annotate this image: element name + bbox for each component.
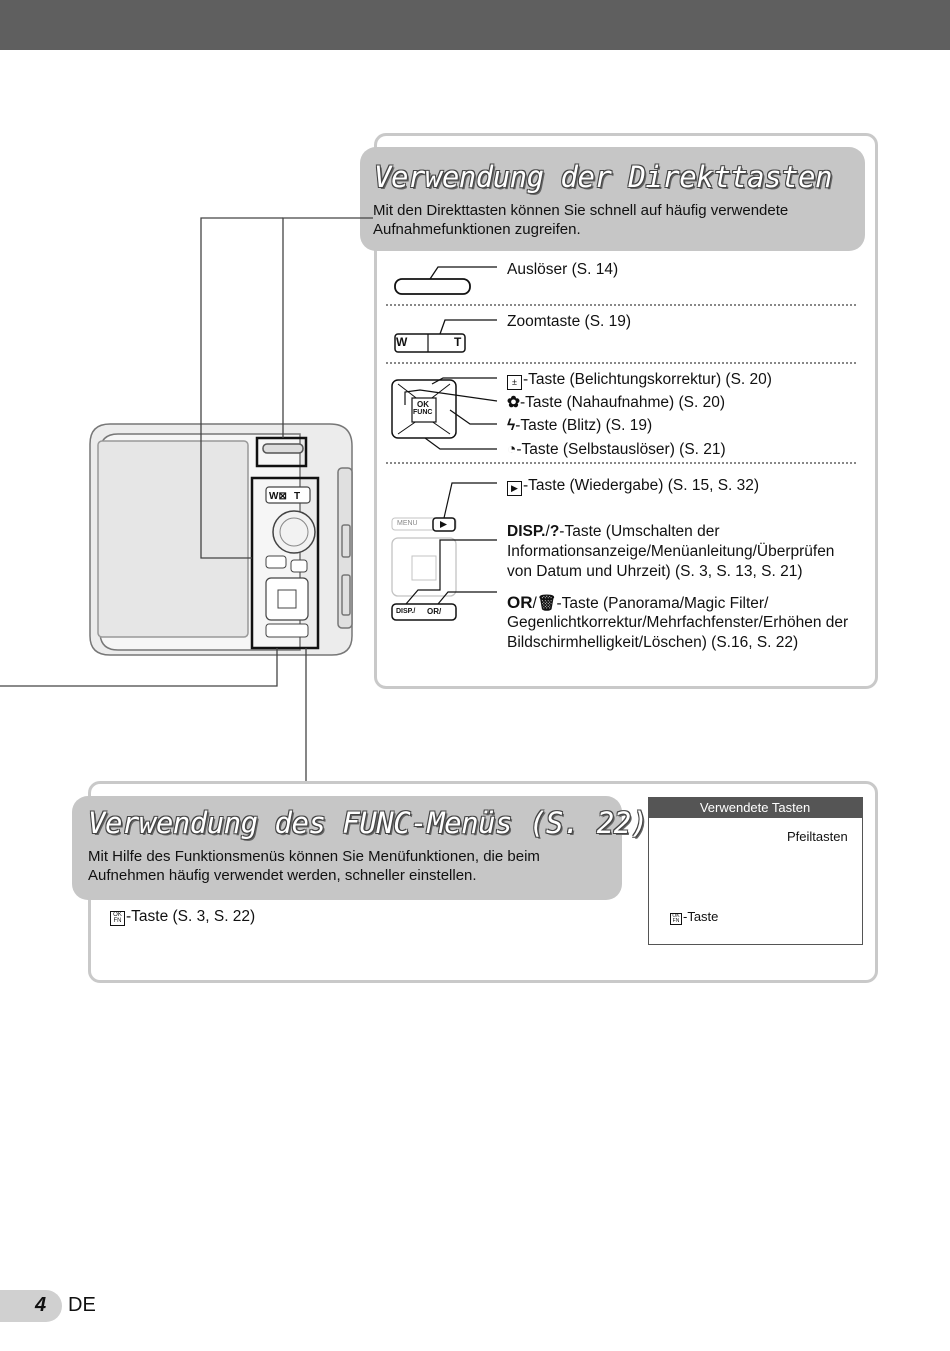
direct-keys-intro: Mit den Direkttasten können Sie schnell … <box>373 202 789 238</box>
zoom-t-label: T <box>454 335 462 349</box>
disp-item-line2: Informationsanzeige/Menüanleitung/Überpr… <box>507 543 835 560</box>
svg-text:W⊠: W⊠ <box>269 491 287 502</box>
divider <box>386 362 856 364</box>
or-item: OR/🗑-Taste (Panorama/Magic Filter/ <box>507 593 769 612</box>
divider <box>386 462 856 464</box>
or-item-line2: Gegenlichtkorrektur/Mehrfachfenster/Erhö… <box>507 614 849 631</box>
exposure-item: ±-Taste (Belichtungskorrektur) (S. 20) <box>507 370 772 390</box>
help-icon: ? <box>549 523 560 540</box>
or-key-label: OR/ <box>427 607 442 616</box>
arrow-pad-illustration <box>391 379 457 439</box>
direct-keys-title: Verwendung der Direkttasten <box>374 160 832 194</box>
playback-icon: ▶ <box>507 481 522 496</box>
disp-key-label: DISP./ <box>396 608 416 615</box>
header-bar <box>0 0 950 50</box>
shutter-item: Auslöser (S. 14) <box>507 261 619 278</box>
arrow-keys-label: Pfeiltasten <box>787 829 848 844</box>
flash-icon: ϟ <box>507 417 516 434</box>
divider <box>386 304 856 306</box>
zoom-item: Zoomtaste (S. 19) <box>507 313 632 330</box>
macro-item: ✿-Taste (Nahaufnahme) (S. 20) <box>507 394 726 411</box>
used-keys-heading: Verwendete Tasten <box>648 797 862 818</box>
func-menu-banner <box>72 796 622 900</box>
func-menu-intro: Mit Hilfe des Funktionsmenüs können Sie … <box>88 848 540 884</box>
macro-icon: ✿ <box>507 394 520 411</box>
direct-keys-banner <box>360 147 865 251</box>
language-code: DE <box>68 1294 96 1316</box>
trash-icon: 🗑 <box>536 595 557 612</box>
func-menu-title: Verwendung des FUNC-Menüs (S. 22) <box>88 806 648 840</box>
page-number: 4 <box>35 1294 47 1316</box>
page-tab <box>0 1290 62 1322</box>
pad-ok-label: OK <box>417 400 429 409</box>
or-item-line3: Bildschirmhelligkeit/Löschen) (S.16, S. … <box>507 634 799 651</box>
menu-key-label: MENU <box>397 520 418 527</box>
zoom-w-label: W <box>396 335 408 349</box>
playback-item: ▶-Taste (Wiedergabe) (S. 15, S. 32) <box>507 476 759 496</box>
disp-item: DISP./?-Taste (Umschalten der <box>507 523 720 540</box>
exposure-icon: ± <box>507 375 522 390</box>
disp-item-line3: von Datum und Uhrzeit) (S. 3, S. 13, S. … <box>507 563 803 580</box>
flash-item: ϟ-Taste (Blitz) (S. 19) <box>507 417 653 434</box>
svg-text:T: T <box>294 491 300 502</box>
selftimer-item: ◔-Taste (Selbstauslöser) (S. 21) <box>507 441 726 458</box>
pad-func-label: FUNC <box>413 409 433 416</box>
selftimer-icon: ◔ <box>507 441 517 458</box>
